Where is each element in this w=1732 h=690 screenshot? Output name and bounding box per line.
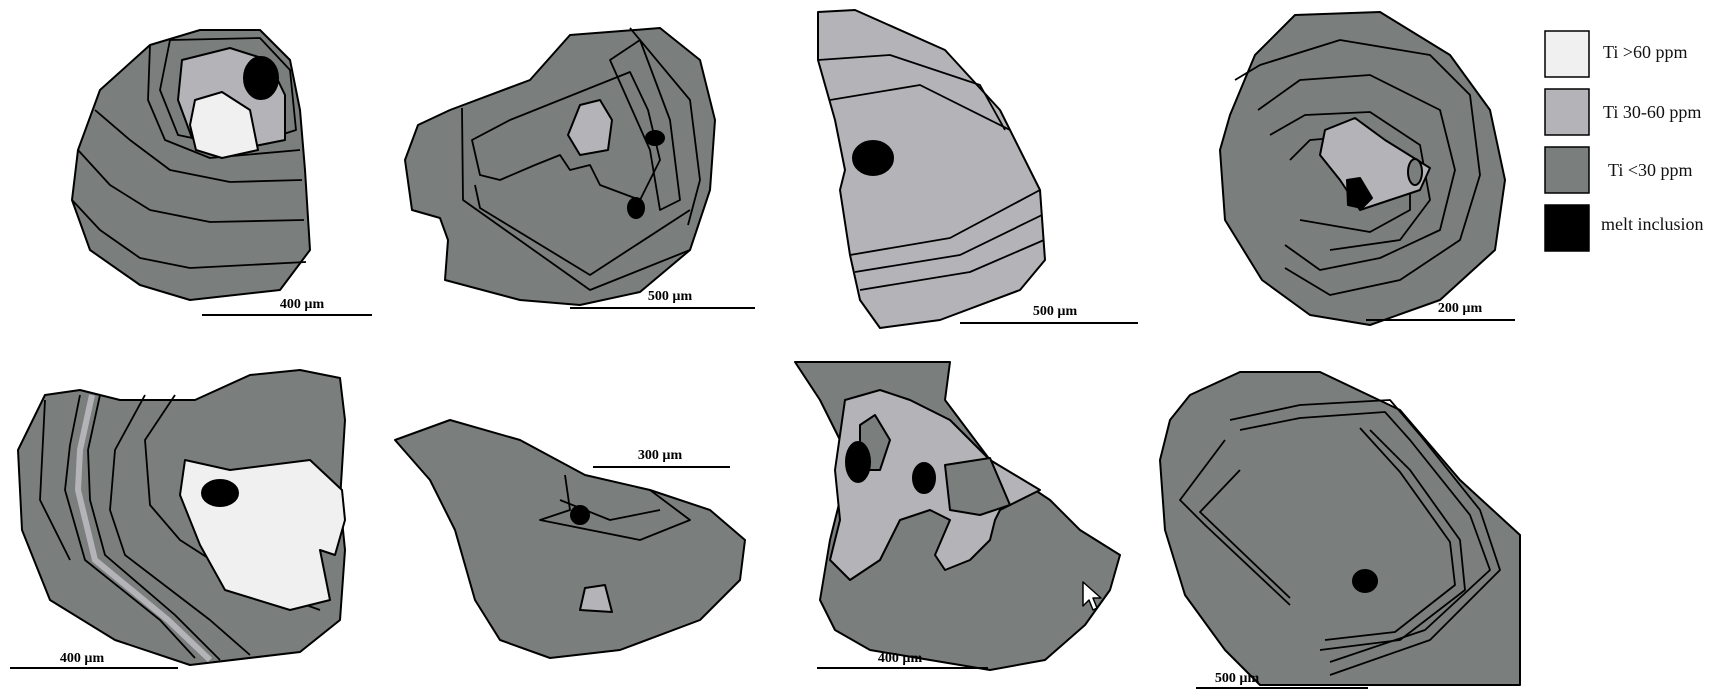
legend-item-low-ti: Ti <30 ppm	[1545, 147, 1693, 193]
grain-7: 400 µm	[795, 362, 1120, 670]
grain-7-scale-label: 400 µm	[878, 651, 923, 666]
grain-5-scale-label: 400 µm	[60, 651, 105, 666]
legend-item-mid-ti: Ti 30-60 ppm	[1545, 89, 1701, 135]
grain-1: 400 µm	[72, 30, 372, 315]
grain-6-outline	[395, 420, 745, 658]
grain-4: 200 µm	[1220, 12, 1515, 325]
grain-5: 400 µm	[10, 370, 345, 668]
legend: Ti >60 ppm Ti 30-60 ppm Ti <30 ppm melt …	[1545, 31, 1704, 251]
grain-3: 500 µm	[818, 10, 1138, 328]
legend-item-high-ti: Ti >60 ppm	[1545, 31, 1688, 77]
legend-label-high-ti: Ti >60 ppm	[1603, 42, 1688, 62]
grain-8: 500 µm	[1160, 372, 1520, 688]
grain-6-melt-inclusion	[571, 506, 589, 524]
legend-label-low-ti: Ti <30 ppm	[1608, 160, 1693, 180]
grain-8-melt-inclusion	[1353, 570, 1377, 592]
legend-swatch-low-ti	[1545, 147, 1589, 193]
grain-7-melt-inclusion-2	[913, 463, 935, 493]
grain-3-scale-label: 500 µm	[1033, 304, 1078, 319]
legend-label-melt-inclusion: melt inclusion	[1601, 214, 1704, 234]
grain-2: 500 µm	[405, 28, 755, 308]
grain-4-core-ellipse	[1408, 159, 1422, 185]
grain-2-outline	[405, 28, 715, 305]
grain-2-melt-inclusion-1	[646, 131, 664, 145]
grain-2-scale-label: 500 µm	[648, 289, 693, 304]
grain-3-melt-inclusion	[853, 141, 893, 175]
grain-2-melt-inclusion-2	[628, 198, 644, 218]
legend-swatch-high-ti	[1545, 31, 1589, 77]
legend-label-mid-ti: Ti 30-60 ppm	[1603, 102, 1701, 122]
grain-8-scale-label: 500 µm	[1215, 671, 1260, 686]
grain-7-melt-inclusion-1	[846, 442, 870, 482]
grain-5-melt-inclusion	[202, 480, 238, 506]
legend-swatch-mid-ti	[1545, 89, 1589, 135]
grain-6-scale-label: 300 µm	[638, 448, 683, 463]
legend-swatch-melt-inclusion	[1545, 205, 1589, 251]
grain-6: 300 µm	[395, 420, 745, 658]
grain-4-scale-label: 200 µm	[1438, 301, 1483, 316]
legend-item-melt-inclusion: melt inclusion	[1545, 205, 1704, 251]
grain-1-melt-inclusion	[244, 57, 278, 99]
grain-1-scale-label: 400 µm	[280, 297, 325, 312]
